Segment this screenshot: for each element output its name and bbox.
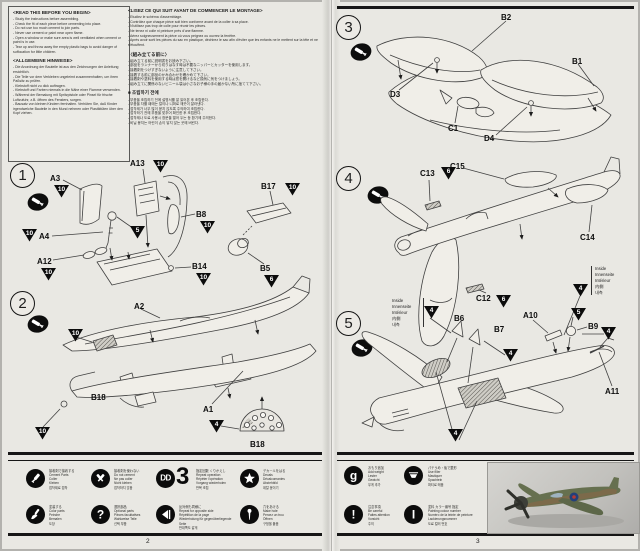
make-hole-legend-label: 穴をあける Make hole Percez un trou Öffnen 구멍… — [263, 505, 284, 526]
paint-icon — [26, 505, 45, 524]
use-filler-icon — [404, 466, 423, 485]
part-label: A4 — [39, 232, 50, 241]
notes-title-korean: ■ 조립하기 전에 — [128, 90, 159, 96]
notes-title-german: <ALLGEMEINE HINWEISE> — [13, 58, 73, 64]
part-label: A11 — [605, 387, 620, 396]
notes-body-english: - Study the instructions before assembli… — [13, 17, 121, 54]
notes-title-japanese: 〈組み立てる前に〉 — [128, 51, 170, 57]
repeat-operation-icon: DD — [156, 469, 175, 488]
part-label: C14 — [580, 233, 595, 242]
divider — [337, 6, 634, 9]
inside-surface-note: Inside Innenseite Intérieur 内側 내측 — [392, 298, 424, 328]
divider — [8, 452, 322, 455]
part-label: D4 — [484, 134, 495, 143]
step5-underside-drawing — [361, 316, 615, 441]
part-label: B9 — [588, 322, 599, 331]
divider — [8, 460, 322, 461]
part-label: B2 — [501, 13, 512, 22]
cement-icon — [25, 313, 51, 335]
add-weight-icon: g — [344, 466, 363, 485]
repeat-legend-label: 指定回数 くりかえし Repeat operation Répéter l'op… — [196, 469, 226, 490]
decal-legend-label: デカールをはる Decals Décalcomanies Abziehbild … — [263, 469, 286, 490]
part-label: A1 — [203, 405, 214, 414]
divider — [8, 533, 322, 536]
use-filler-legend-label: パテうめ・後で整形 Use filler Mastiquer Spachteln… — [428, 466, 457, 487]
caution-icon: ! — [344, 505, 363, 524]
step3-wing-drawing — [376, 20, 612, 143]
part-label: B5 — [260, 264, 271, 273]
divider — [337, 460, 634, 461]
notes-title-french: <LISEZ CE QUI SUIT AVANT DE COMMENCER LE… — [128, 8, 263, 13]
part-label: B8 — [196, 210, 207, 219]
divider — [337, 452, 634, 455]
do-not-cement-icon — [91, 469, 110, 488]
cement-icon — [348, 41, 374, 63]
caution-legend-label: 注意事項 Be careful Faites attention Vorsich… — [368, 505, 390, 526]
do-not-cement-legend-label: 接着剤を使わない Do not cement Ne pas coller Nic… — [114, 469, 140, 490]
part-label: B1 — [572, 57, 583, 66]
part-label: B17 — [261, 182, 276, 191]
step-4-number: 4 — [336, 166, 361, 191]
part-label: A3 — [50, 174, 61, 183]
page-number-right: 3 — [476, 538, 480, 545]
add-weight-legend-label: おもり追加 Add weight Lester Gewicht 무게 추가 — [368, 466, 384, 487]
weight-glyph: g — [349, 468, 358, 482]
finished-model-photo — [487, 462, 640, 534]
part-label: D3 — [390, 90, 401, 99]
part-label: B6 — [454, 314, 465, 323]
part-label: B7 — [494, 325, 505, 334]
step-1-number: 1 — [10, 163, 35, 188]
optional-parts-icon: ? — [91, 505, 110, 524]
inside-surface-note: Inside Innenseite Intérieur 内側 내측 — [591, 266, 637, 296]
part-label: A10 — [523, 311, 538, 320]
repeat-glyph: DD — [160, 473, 171, 482]
part-label: B14 — [192, 262, 207, 271]
step2-fuselage-drawing — [42, 275, 317, 432]
part-label: A13 — [130, 159, 145, 168]
question-glyph: ? — [96, 507, 105, 521]
step-2-number: 2 — [10, 291, 35, 316]
safety-notes-fr-ja-ko: <LISEZ CE QUI SUIT AVANT DE COMMENCER LE… — [128, 8, 322, 156]
decal-icon — [240, 469, 259, 488]
safety-notes-en-de: <READ THIS BEFORE YOU BEGIN> - Study the… — [8, 6, 130, 162]
optional-legend-label: 選択部品 Optional parts Pièces facultatives … — [114, 505, 141, 526]
repeat-opposite-legend-label: 反対側も同様に Repeat for opposite side Répétit… — [179, 505, 232, 530]
color-number-glyph: I — [411, 507, 416, 521]
divider — [337, 533, 634, 536]
part-label: B18 — [250, 440, 265, 449]
step1-cockpit-drawing — [51, 168, 292, 286]
color-number-icon: I — [404, 505, 423, 524]
repeat-opposite-side-icon — [156, 505, 175, 524]
repeat-count: 3 — [176, 463, 190, 490]
paint-legend-label: 塗装する Color parts Peindre Bemalen 도장 — [49, 505, 65, 526]
color-number-legend-label: 塗料 カラー番号 指定 Painting colour number Numér… — [428, 505, 473, 526]
step-3-number: 3 — [336, 15, 361, 40]
notes-body-german: - Die Anordnung der Bauteile ist aus den… — [13, 65, 123, 116]
notes-body-french: - Etudiez le schéma d'assemblage. - Cont… — [128, 15, 318, 47]
part-label: A12 — [37, 257, 52, 266]
part-label: C12 — [476, 294, 491, 303]
page-number-left: 2 — [146, 538, 150, 545]
part-label: C13 — [420, 169, 435, 178]
notes-body-korean: - 부품을 조립하기 전에 설명서를 잘 읽어본 후 조립한다. - 부품을 자… — [128, 97, 217, 125]
part-label: C1 — [448, 124, 459, 133]
step4-airframe-drawing — [380, 156, 621, 347]
cement-legend-label: 接着剤で接着する Cement Parts Coller Kleben 접착제로… — [49, 469, 75, 490]
cement-icon — [25, 191, 51, 213]
exclamation-glyph: ! — [351, 507, 356, 521]
page-fold-line — [331, 0, 332, 551]
make-hole-icon — [240, 505, 259, 524]
step-5-number: 5 — [336, 311, 361, 336]
part-label: B18 — [91, 393, 106, 402]
notes-title-english: <READ THIS BEFORE YOU BEGIN> — [13, 10, 91, 15]
part-label: C15 — [450, 162, 465, 171]
notes-body-japanese: - 組み立てる前に説明書をお読み下さい。 - 部品をランナーから切りはなす時は不… — [128, 58, 264, 86]
part-label: A2 — [134, 302, 145, 311]
cement-icon — [26, 469, 45, 488]
